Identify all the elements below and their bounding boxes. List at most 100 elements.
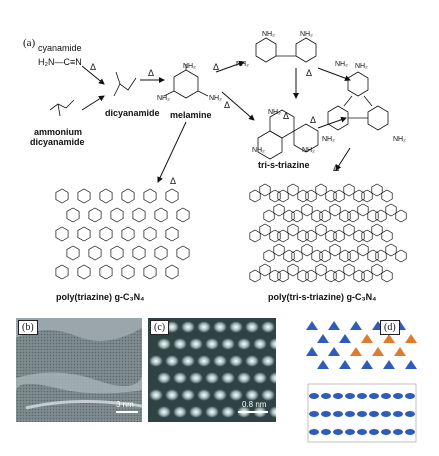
ring: [143, 226, 157, 242]
arrow: [81, 65, 105, 85]
ring: [77, 188, 91, 204]
nh2-label: NH₂: [300, 31, 313, 38]
dicyanamide-molecule: [113, 71, 137, 97]
panel-b-tag: (b): [18, 320, 38, 335]
ring: [311, 209, 323, 223]
ring: [176, 245, 190, 261]
ring: [55, 264, 69, 280]
ring: [311, 249, 323, 263]
ring: [99, 264, 113, 280]
scale-bar: [116, 411, 138, 413]
lattice-unit: [383, 360, 395, 369]
ring: [154, 207, 168, 223]
stm-spot: [189, 338, 203, 350]
stm-spot: [269, 406, 276, 418]
heat-symbol: Δ: [170, 176, 177, 186]
ring: [165, 264, 179, 280]
layer-atom: [309, 411, 319, 417]
ring: [325, 189, 337, 203]
cyanamide-label: cyanamide: [38, 43, 82, 53]
ring: [357, 203, 369, 217]
stm-spot: [181, 389, 195, 401]
stm-spot: [261, 389, 275, 401]
layer-atom: [405, 429, 415, 435]
ring: [339, 209, 351, 223]
ring: [357, 243, 369, 257]
nh2-label: NH₂: [252, 147, 265, 154]
heptazine-trimer-molecule: [327, 71, 389, 131]
ring: [121, 264, 135, 280]
lattice-unit: [328, 321, 340, 330]
ring: [375, 209, 387, 223]
arrow: [317, 67, 351, 82]
lattice-unit: [306, 321, 318, 330]
ring: [339, 249, 351, 263]
nh2-label: NH₂: [183, 63, 196, 70]
stm-spot: [149, 389, 163, 401]
lattice-unit: [350, 321, 362, 330]
ring: [66, 245, 80, 261]
stm-spot: [229, 389, 243, 401]
stm-spot: [253, 338, 267, 350]
lattice-unit: [339, 334, 351, 343]
ring: [132, 245, 146, 261]
layer-atom: [357, 411, 367, 417]
layer-atom: [369, 393, 379, 399]
stm-spot: [269, 372, 276, 384]
ring: [283, 249, 295, 263]
ring: [333, 189, 345, 203]
ring: [259, 263, 271, 277]
ring: [259, 183, 271, 197]
stm-spot: [245, 321, 259, 333]
ring: [305, 269, 317, 283]
poly-triazine-network: [55, 188, 190, 280]
layer-atom: [345, 393, 355, 399]
stm-spot: [173, 338, 187, 350]
heat-symbol: Δ: [306, 68, 313, 78]
ring: [325, 229, 337, 243]
stm-spot: [229, 355, 243, 367]
stm-spot: [245, 389, 259, 401]
stm-spot: [205, 372, 219, 384]
lattice-unit: [317, 334, 329, 343]
ring: [99, 188, 113, 204]
melamine-label: melamine: [170, 110, 212, 120]
arrow: [221, 91, 255, 121]
ring: [343, 183, 355, 197]
stm-spot: [157, 372, 171, 384]
nh2-label: NH₂: [335, 61, 348, 68]
nh2-label: NH₂: [322, 136, 335, 143]
lattice-unit: [372, 347, 384, 356]
ring: [381, 229, 393, 243]
ring: [277, 189, 289, 203]
heat-symbol: Δ: [213, 62, 220, 72]
stm-spot: [261, 321, 275, 333]
stm-spot: [165, 355, 179, 367]
nh2-label: NH₂: [268, 109, 281, 116]
nh2-label: NH₂: [393, 136, 406, 143]
stm-spot: [189, 372, 203, 384]
arrow: [81, 95, 105, 111]
stm-spot: [237, 338, 251, 350]
ring: [297, 189, 309, 203]
ring: [297, 229, 309, 243]
layer-atom: [393, 429, 403, 435]
lattice-unit: [317, 360, 329, 369]
layer-atom: [333, 393, 343, 399]
layer-atom: [333, 411, 343, 417]
stm-spot: [205, 338, 219, 350]
stm-spot: [213, 389, 227, 401]
ring: [395, 209, 407, 223]
scale-bar: [238, 411, 268, 413]
lattice-unit: [339, 360, 351, 369]
ring: [367, 249, 379, 263]
ring: [385, 243, 397, 257]
ring: [249, 229, 261, 243]
ring: [333, 229, 345, 243]
ring: [305, 229, 317, 243]
panel-a-tag: (a): [23, 37, 36, 49]
poly-tri-s-triazine-label: poly(tri-s-triazine) g-C₃N₄: [268, 292, 377, 302]
stm-spot: [173, 406, 187, 418]
ring: [329, 243, 341, 257]
ring: [353, 229, 365, 243]
